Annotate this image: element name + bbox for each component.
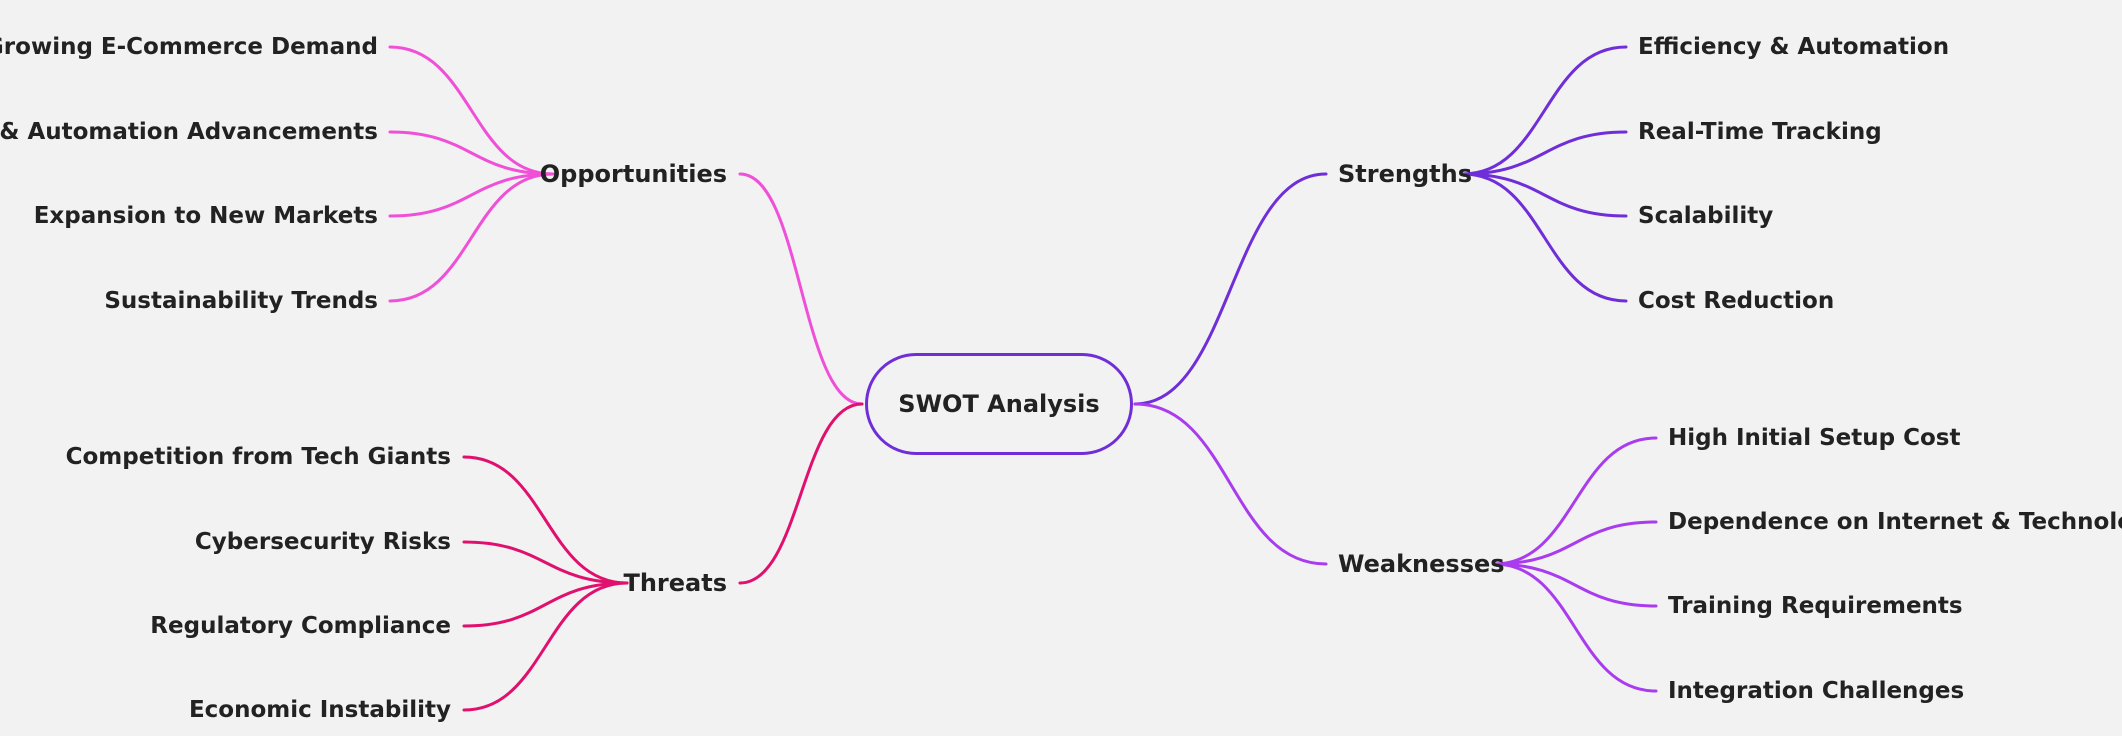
connector-weaknesses-item-3 xyxy=(1492,562,1658,608)
branch-threats-label[interactable]: Threats xyxy=(623,569,727,597)
opportunities-item-1[interactable]: Growing E-Commerce Demand xyxy=(0,34,378,60)
threats-item-4[interactable]: Economic Instability xyxy=(188,697,451,723)
opportunities-item-3[interactable]: Expansion to New Markets xyxy=(33,203,378,229)
connector-center-threats xyxy=(738,402,864,585)
strengths-item-4[interactable]: Cost Reduction xyxy=(1638,288,1835,314)
strengths-item-2[interactable]: Real-Time Tracking xyxy=(1638,119,1882,145)
connector-threats-item-1 xyxy=(462,455,629,585)
branch-weaknesses-label[interactable]: Weaknesses xyxy=(1338,550,1505,578)
threats-item-3[interactable]: Regulatory Compliance xyxy=(150,613,451,639)
threats-item-2[interactable]: Cybersecurity Risks xyxy=(194,529,451,555)
connector-weaknesses-item-2 xyxy=(1492,520,1658,566)
connector-opportunities-item-1 xyxy=(388,45,555,176)
connector-opportunities-item-3 xyxy=(388,172,555,218)
opportunities-item-4[interactable]: Sustainability Trends xyxy=(104,288,378,314)
connector-center-opportunities xyxy=(738,172,864,406)
connector-center-weaknesses xyxy=(1133,402,1328,566)
weaknesses-item-2[interactable]: Dependence on Internet & Technology xyxy=(1668,509,2122,535)
connector-strengths-item-4 xyxy=(1461,172,1628,303)
connector-weaknesses-item-4 xyxy=(1492,562,1658,693)
connector-center-strengths xyxy=(1133,172,1328,406)
strengths-item-3[interactable]: Scalability xyxy=(1638,203,1774,229)
center-node[interactable]: SWOT Analysis xyxy=(865,353,1133,455)
branch-opportunities-label[interactable]: Opportunities xyxy=(539,160,727,188)
connector-opportunities-item-4 xyxy=(388,172,555,303)
connector-weaknesses-item-1 xyxy=(1492,436,1658,566)
connector-threats-item-2 xyxy=(462,540,629,585)
branch-strengths-label[interactable]: Strengths xyxy=(1338,160,1472,188)
connector-strengths-item-3 xyxy=(1461,172,1628,218)
strengths-item-1[interactable]: Efficiency & Automation xyxy=(1638,34,1950,60)
connector-strengths-item-2 xyxy=(1461,130,1628,176)
opportunities-item-2[interactable]: AI & Automation Advancements xyxy=(0,119,378,145)
center-node-label: SWOT Analysis xyxy=(898,390,1100,418)
threats-item-1[interactable]: Competition from Tech Giants xyxy=(65,444,451,470)
weaknesses-item-4[interactable]: Integration Challenges xyxy=(1668,678,1965,704)
connector-opportunities-item-2 xyxy=(388,130,555,176)
connector-threats-item-3 xyxy=(462,581,629,628)
weaknesses-item-3[interactable]: Training Requirements xyxy=(1668,593,1963,619)
connector-strengths-item-1 xyxy=(1461,45,1628,176)
weaknesses-item-1[interactable]: High Initial Setup Cost xyxy=(1668,425,1961,451)
connector-threats-item-4 xyxy=(462,581,629,712)
